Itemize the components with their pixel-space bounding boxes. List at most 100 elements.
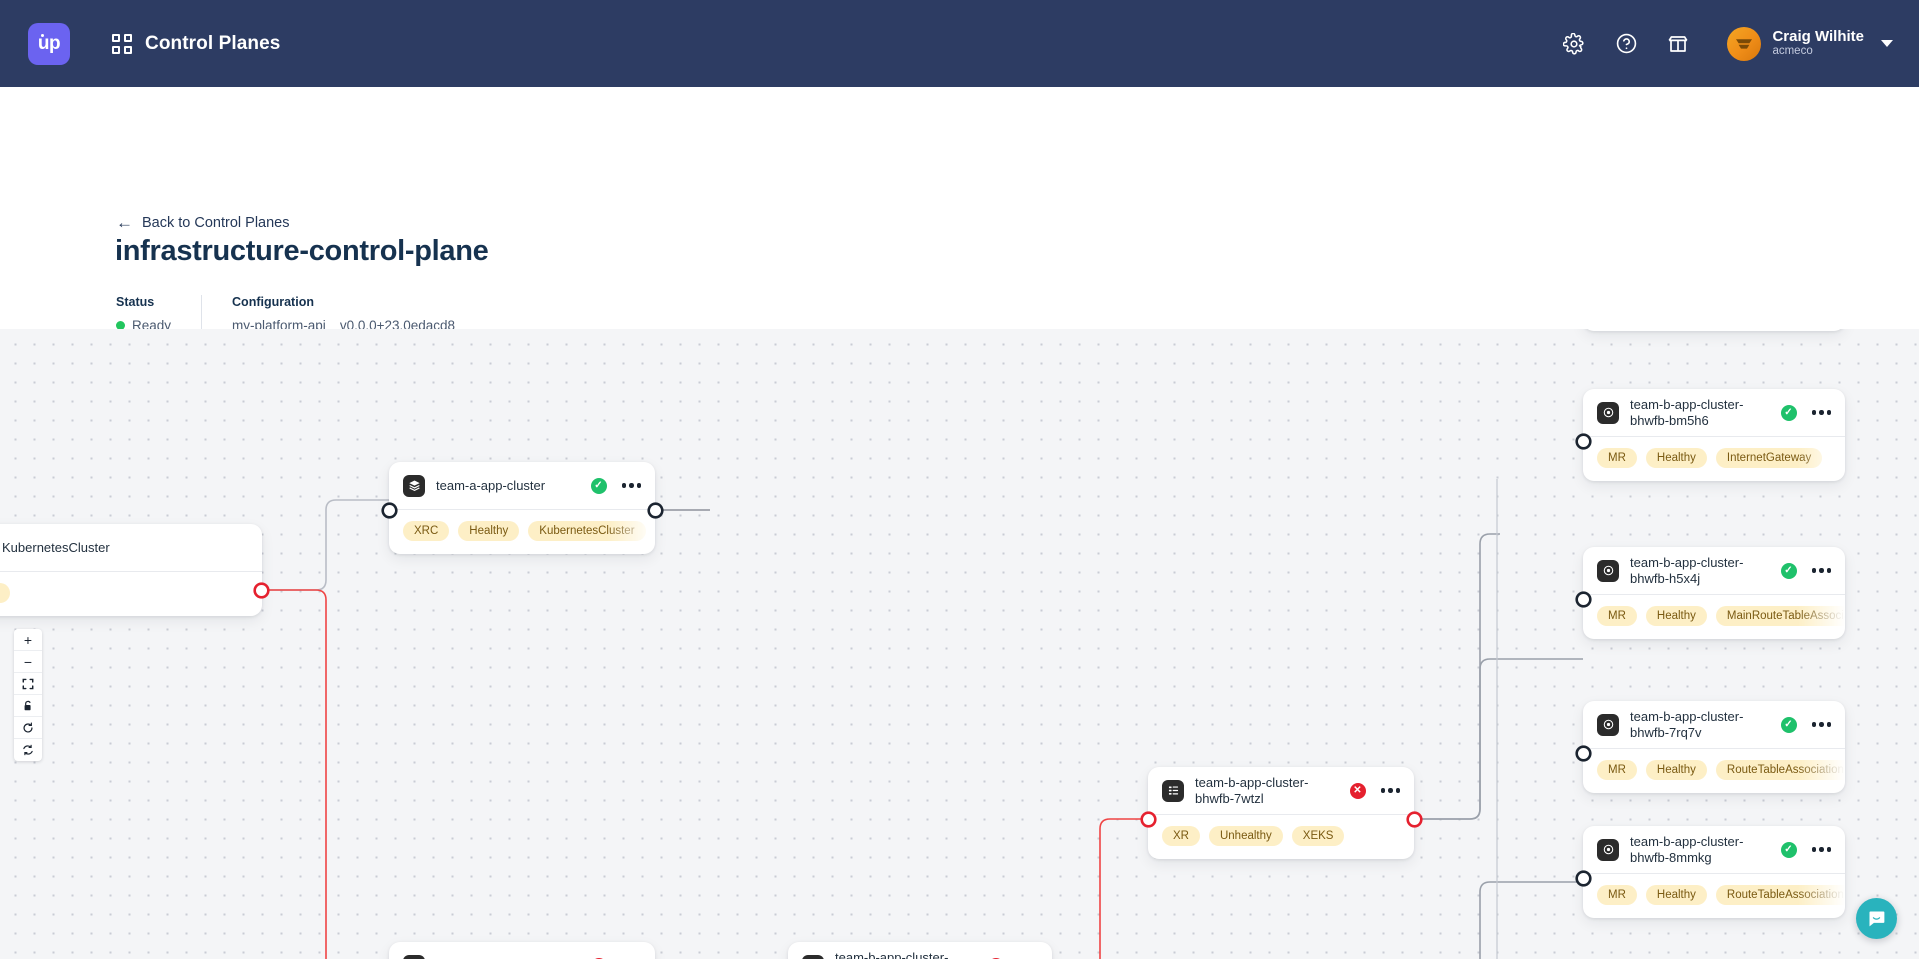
grid-icon [112, 33, 132, 54]
zoom-in-button[interactable]: + [14, 629, 42, 651]
handle-h5x4j-left[interactable] [1578, 594, 1589, 605]
page-meta: Status Ready Configuration my-platform-a… [116, 295, 455, 333]
node-badges: XR Unhealthy XEKS [1148, 815, 1414, 859]
configuration-block: Configuration my-platform-api v0.0.0+23.… [232, 295, 455, 333]
node-divider [1583, 748, 1845, 749]
handle-7rq7v-left[interactable] [1578, 748, 1589, 759]
node-team-b-app-cluster-bhwfb[interactable]: team-b-app-cluster-bhwfb ✕ XR Unhealthy … [788, 942, 1052, 959]
logo-dot [41, 33, 44, 37]
node-badges [1583, 329, 1845, 331]
node-badges: MR Healthy InternetGateway [1583, 437, 1845, 481]
upbound-logo[interactable]: up [28, 22, 70, 65]
node-partial-top[interactable] [1583, 329, 1845, 331]
back-to-control-planes-link[interactable]: ← Back to Control Planes [116, 214, 290, 231]
badge-type: RouteTableAssociation [1715, 760, 1845, 780]
node-menu-button[interactable] [1808, 410, 1831, 415]
node-menu-button[interactable] [618, 483, 641, 488]
badge-type: KubernetesCluster [528, 521, 646, 541]
node-team-b-app-cluster[interactable]: team-b-app-cluster ✕ XRC Unhealthy Kuber… [389, 942, 655, 959]
logo-text: up [37, 32, 61, 54]
graph-edges [262, 479, 1583, 959]
node-header: team-b-app-cluster-bhwfb-bm5h6 ✓ [1583, 389, 1845, 436]
back-link-label: Back to Control Planes [142, 214, 290, 231]
marketplace-icon[interactable] [1665, 31, 1691, 57]
fit-view-icon[interactable] [14, 673, 42, 695]
node-title: team-b-app-cluster [436, 958, 580, 959]
question-mark-icon[interactable] [1613, 31, 1639, 57]
node-team-a-app-cluster[interactable]: team-a-app-cluster ✓ XRC Healthy Kuberne… [389, 462, 655, 554]
node-header: team-b-app-cluster-bhwfb-7wtzl ✕ [1148, 767, 1414, 814]
node-divider [1583, 594, 1845, 595]
badge-health: Healthy [1645, 448, 1707, 468]
gear-icon[interactable] [1561, 31, 1587, 57]
meta-divider [201, 295, 203, 333]
managed-resource-icon [1597, 713, 1619, 736]
reset-icon[interactable] [14, 717, 42, 739]
composite-icon [1162, 779, 1184, 802]
managed-resource-icon [1597, 838, 1619, 861]
node-title: team-b-app-cluster-bhwfb-bm5h6 [1630, 396, 1744, 428]
node-team-b-app-cluster-bhwfb-bm5h6[interactable]: team-b-app-cluster-bhwfb-bm5h6 ✓ MR Heal… [1583, 389, 1845, 481]
node-kubernetescluster[interactable]: KubernetesCluster API [0, 524, 262, 616]
user-org: acmeco [1772, 45, 1813, 58]
node-title: team-a-app-cluster [436, 477, 546, 493]
badge-kind: API [0, 583, 10, 603]
status-block: Status Ready [116, 295, 171, 333]
handle-7wtzl-left[interactable] [1143, 814, 1154, 825]
chat-bubble-button[interactable] [1856, 898, 1897, 939]
user-name: Craig Wilhite [1772, 27, 1864, 45]
chevron-down-icon[interactable] [1881, 40, 1893, 47]
node-header: team-b-app-cluster ✕ [389, 942, 655, 959]
status-unhealthy-icon: ✕ [590, 957, 607, 959]
resource-graph-canvas[interactable]: KubernetesCluster API team-a-app-cluster… [0, 329, 1919, 959]
status-healthy-icon: ✓ [1780, 404, 1797, 421]
badge-type: MainRouteTableAssociation [1715, 606, 1845, 626]
managed-resource-icon [1597, 401, 1619, 424]
node-title: team-b-app-cluster-bhwfb-7rq7v [1630, 708, 1744, 740]
status-healthy-icon: ✓ [1780, 716, 1797, 733]
avatar [1727, 26, 1762, 61]
node-title: team-b-app-cluster-bhwfb-7wtzl [1195, 774, 1309, 806]
handle-team-a-right[interactable] [650, 505, 661, 516]
handle-bm5h6-left[interactable] [1578, 436, 1589, 447]
node-title: team-b-app-cluster-bhwfb [835, 949, 949, 959]
badge-type: XEKS [1291, 826, 1345, 846]
user-identity: Craig Wilhite acmeco [1772, 27, 1864, 59]
refresh-icon[interactable] [14, 739, 42, 761]
node-menu-button[interactable] [1808, 722, 1831, 727]
node-menu-button[interactable] [1377, 788, 1400, 793]
layers-icon [403, 954, 425, 959]
lock-icon[interactable] [14, 695, 42, 717]
user-menu[interactable]: Craig Wilhite acmeco [1727, 26, 1893, 61]
badge-health: Unhealthy [1208, 826, 1283, 846]
node-team-b-app-cluster-bhwfb-8mmkg[interactable]: team-b-app-cluster-bhwfb-8mmkg ✓ MR Heal… [1583, 826, 1845, 918]
status-dot-icon [116, 321, 125, 330]
handle-kubernetescluster-right[interactable] [256, 585, 267, 596]
node-team-b-app-cluster-bhwfb-h5x4j[interactable]: team-b-app-cluster-bhwfb-h5x4j ✓ MR Heal… [1583, 547, 1845, 639]
badge-kind: MR [1597, 606, 1637, 626]
status-healthy-icon: ✓ [1780, 562, 1797, 579]
status-healthy-icon: ✓ [590, 477, 607, 494]
node-menu-button[interactable] [1808, 568, 1831, 573]
handle-8mmkg-left[interactable] [1578, 873, 1589, 884]
node-header: team-b-app-cluster-bhwfb-h5x4j ✓ [1583, 547, 1845, 594]
zoom-out-button[interactable]: − [14, 651, 42, 673]
node-team-b-app-cluster-bhwfb-7rq7v[interactable]: team-b-app-cluster-bhwfb-7rq7v ✓ MR Heal… [1583, 701, 1845, 793]
node-header: KubernetesCluster [0, 524, 262, 571]
node-team-b-app-cluster-bhwfb-7wtzl[interactable]: team-b-app-cluster-bhwfb-7wtzl ✕ XR Unhe… [1148, 767, 1414, 859]
badge-kind: MR [1597, 885, 1637, 905]
nav-control-planes[interactable]: Control Planes [112, 33, 280, 55]
composite-icon [802, 954, 824, 959]
handle-7wtzl-right[interactable] [1409, 814, 1420, 825]
badge-health: Healthy [1645, 760, 1707, 780]
node-badges: MR Healthy RouteTableAssociation [1583, 874, 1845, 918]
arrow-left-icon: ← [116, 213, 133, 232]
page-title: infrastructure-control-plane [115, 235, 489, 267]
node-header: team-b-app-cluster-bhwfb-8mmkg ✓ [1583, 826, 1845, 873]
managed-resource-icon [1597, 559, 1619, 582]
configuration-label: Configuration [232, 295, 314, 309]
node-divider [1583, 436, 1845, 437]
layers-icon [403, 474, 425, 497]
node-menu-button[interactable] [1808, 847, 1831, 852]
handle-team-a-left[interactable] [384, 505, 395, 516]
